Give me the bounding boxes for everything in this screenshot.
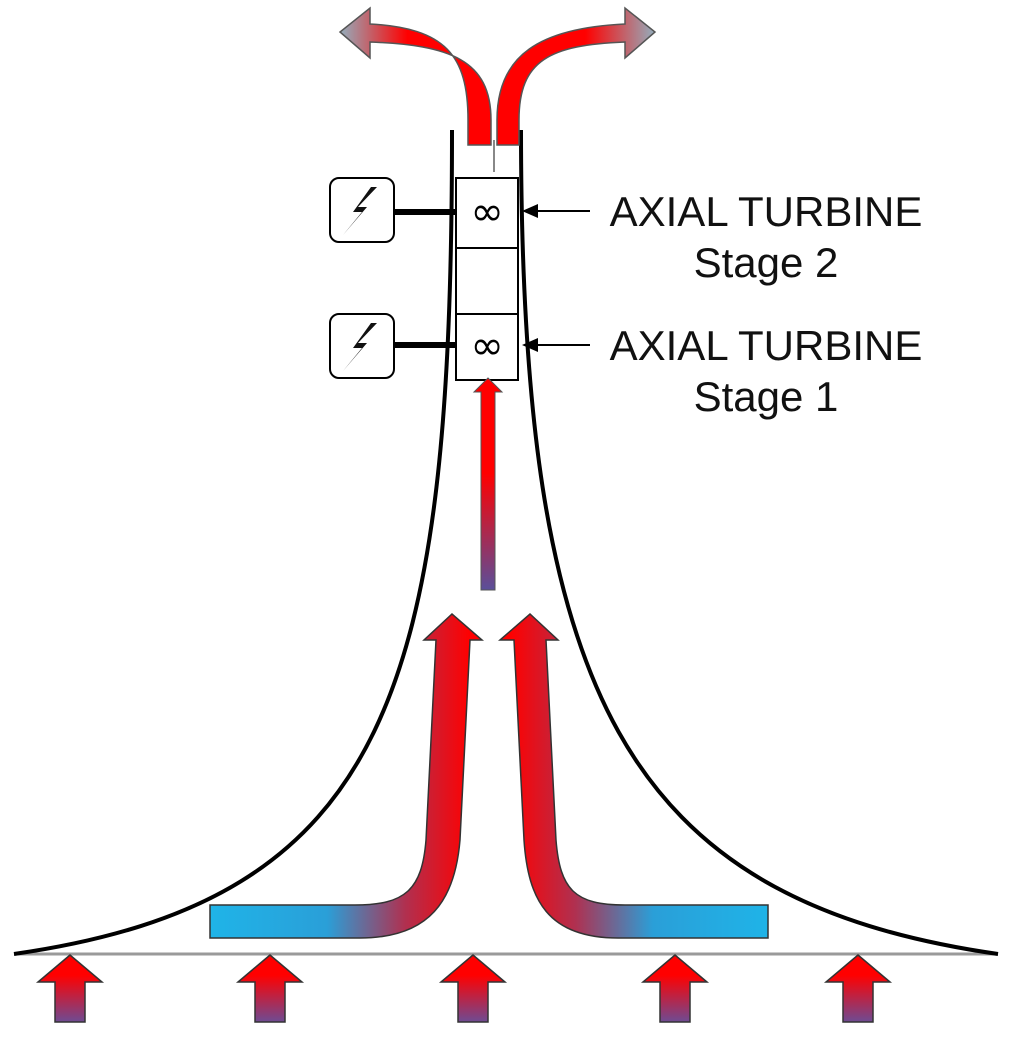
tower-left-wall (13, 129, 454, 956)
ground-heat-arrow (438, 954, 508, 1023)
ground-heat-arrow (640, 954, 710, 1023)
stage-2-label: AXIAL TURBINE Stage 2 (590, 186, 942, 288)
center-updraft-arrow (472, 377, 504, 591)
right-airflow-arrow (497, 612, 769, 939)
turbine-stage-2-box (455, 177, 519, 249)
stage-1-label: AXIAL TURBINE Stage 1 (590, 320, 942, 422)
turbine-stage-2-symbol: ∞ (470, 189, 503, 235)
stage-2-pointer (522, 204, 590, 218)
ground-heat-arrow (823, 954, 893, 1023)
stage-1-title: AXIAL TURBINE (609, 322, 923, 369)
ground-heat-arrow (35, 954, 105, 1023)
stage-1-pointer (522, 338, 590, 352)
stage-2-title: AXIAL TURBINE (609, 188, 923, 235)
tower-right-wall (519, 129, 999, 956)
generator-stage-1 (329, 313, 395, 379)
lightning-bolt-icon (343, 187, 377, 235)
generator-stage-2 (329, 177, 395, 243)
left-airflow-arrow (209, 612, 485, 939)
exhaust-arrow-right (496, 6, 657, 146)
stage-2-subtitle: Stage 2 (693, 239, 839, 287)
tower-shaft-gap (455, 247, 519, 315)
lightning-bolt-icon (343, 323, 377, 371)
ground-heat-arrow (235, 954, 305, 1023)
exhaust-arrow-left (338, 6, 492, 146)
stage-1-subtitle: Stage 1 (693, 373, 839, 421)
turbine-stage-1-box (455, 313, 519, 381)
turbine-stage-1-symbol: ∞ (470, 323, 503, 369)
